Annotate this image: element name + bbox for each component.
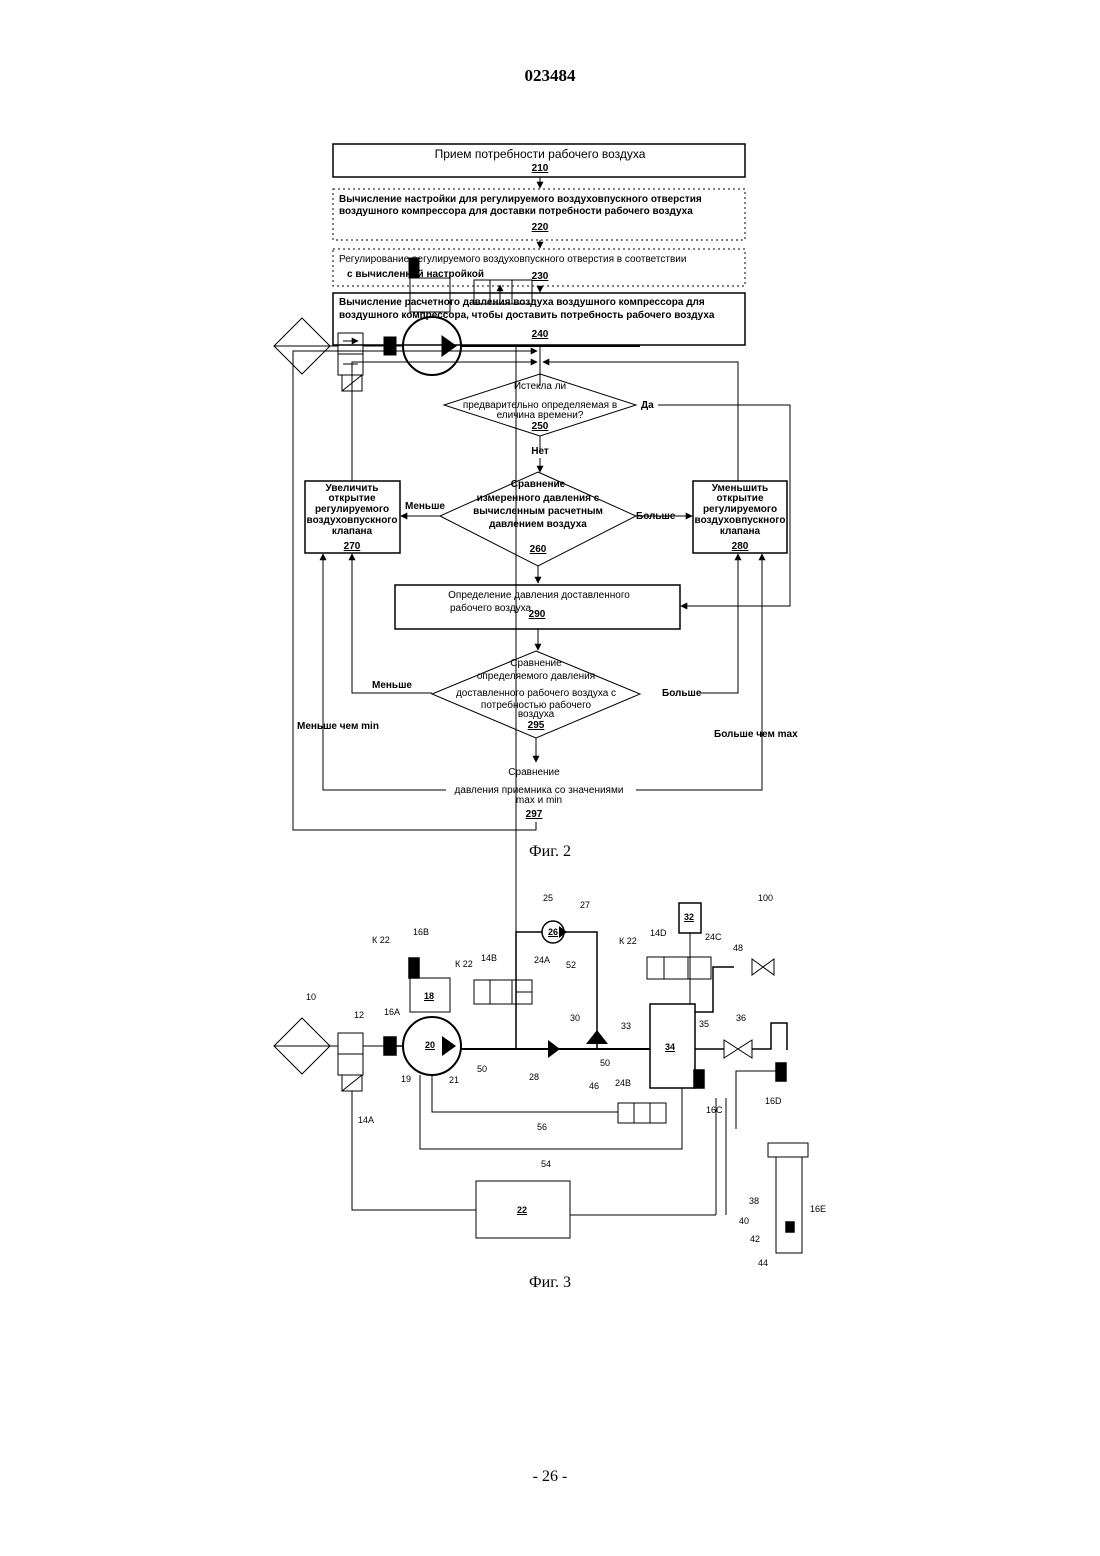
label-26: 26 [548, 927, 558, 937]
label-16E: 16E [810, 1204, 826, 1214]
label-54: 54 [541, 1159, 551, 1169]
label-56: 56 [537, 1122, 547, 1132]
label-33: 33 [621, 1021, 631, 1031]
label-35: 35 [699, 1019, 709, 1029]
label-16B: 16B [413, 927, 429, 937]
label-16A: 16A [384, 1007, 400, 1017]
label-100: 100 [758, 893, 773, 903]
label-12: 12 [354, 1010, 364, 1020]
label-28: 28 [529, 1072, 539, 1082]
label-20: 20 [425, 1040, 435, 1050]
label-14A: 14A [358, 1115, 374, 1125]
label-24C: 24C [705, 932, 722, 942]
label-50-b: 50 [600, 1058, 610, 1068]
label-14D: 14D [650, 928, 667, 938]
label-k22-a: К 22 [372, 935, 390, 945]
page-number: - 26 - [0, 1468, 1100, 1486]
label-48: 48 [733, 943, 743, 953]
label-34: 34 [665, 1042, 675, 1052]
label-16D: 16D [765, 1096, 782, 1106]
label-42: 42 [750, 1234, 760, 1244]
label-36: 36 [736, 1013, 746, 1023]
label-44: 44 [758, 1258, 768, 1268]
label-k22-c: К 22 [619, 936, 637, 946]
label-19: 19 [401, 1074, 411, 1084]
label-50-a: 50 [477, 1064, 487, 1074]
label-30: 30 [570, 1013, 580, 1023]
label-24A: 24A [534, 955, 550, 965]
label-46: 46 [589, 1081, 599, 1091]
label-22: 22 [517, 1205, 527, 1215]
label-52: 52 [566, 960, 576, 970]
label-38: 38 [749, 1196, 759, 1206]
label-21: 21 [449, 1075, 459, 1085]
label-24B: 24B [615, 1078, 631, 1088]
label-25: 25 [543, 893, 553, 903]
label-16C: 16C [706, 1105, 723, 1115]
label-k22-b: К 22 [455, 959, 473, 969]
label-10: 10 [306, 992, 316, 1002]
fig2-caption: Фиг. 2 [0, 843, 1100, 861]
label-27: 27 [580, 900, 590, 910]
label-40: 40 [739, 1216, 749, 1226]
label-32: 32 [684, 912, 694, 922]
label-14B: 14B [481, 953, 497, 963]
label-18: 18 [424, 991, 434, 1001]
fig3-caption: Фиг. 3 [0, 1274, 1100, 1292]
